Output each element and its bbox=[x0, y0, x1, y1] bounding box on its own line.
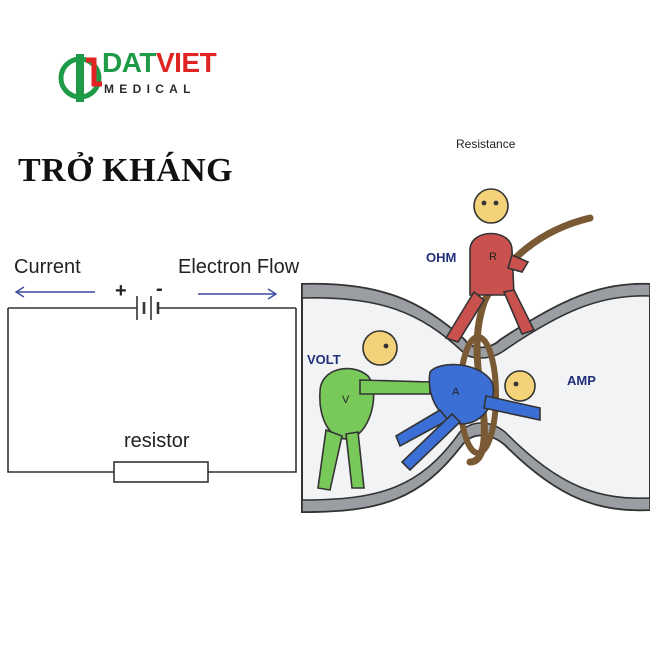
logo-brand: DATVIET bbox=[102, 46, 217, 80]
page-title: TRỞ KHÁNG bbox=[18, 152, 234, 189]
electron-flow-label: Electron Flow bbox=[178, 256, 300, 278]
volt-character-icon bbox=[317, 330, 431, 491]
logo-brand-dat: DAT bbox=[102, 47, 156, 78]
minus-sign: - bbox=[156, 278, 163, 300]
volt-label: VOLT bbox=[307, 352, 341, 367]
current-arrow-icon bbox=[14, 286, 95, 298]
ohm-letter: R bbox=[489, 251, 497, 263]
battery-icon bbox=[136, 296, 160, 320]
amp-character-icon bbox=[395, 363, 541, 472]
resistance-label: Resistance bbox=[456, 137, 516, 151]
resistor-icon bbox=[113, 461, 209, 483]
logo-subtitle: MEDICAL bbox=[104, 82, 196, 96]
plus-sign: + bbox=[115, 280, 127, 302]
current-label: Current bbox=[14, 256, 81, 278]
logo: DATVIET MEDICAL bbox=[58, 40, 218, 114]
ohm-character-icon bbox=[444, 188, 536, 343]
electron-flow-arrow-icon bbox=[198, 288, 278, 300]
logo-cross-icon bbox=[58, 54, 102, 102]
volt-letter: V bbox=[342, 394, 350, 406]
resistor-label: resistor bbox=[124, 430, 190, 452]
amp-letter: A bbox=[452, 386, 460, 398]
amp-label: AMP bbox=[567, 373, 596, 388]
logo-brand-viet: VIET bbox=[155, 47, 217, 78]
ohm-label: OHM bbox=[426, 250, 457, 265]
circuit-wires bbox=[7, 307, 297, 473]
